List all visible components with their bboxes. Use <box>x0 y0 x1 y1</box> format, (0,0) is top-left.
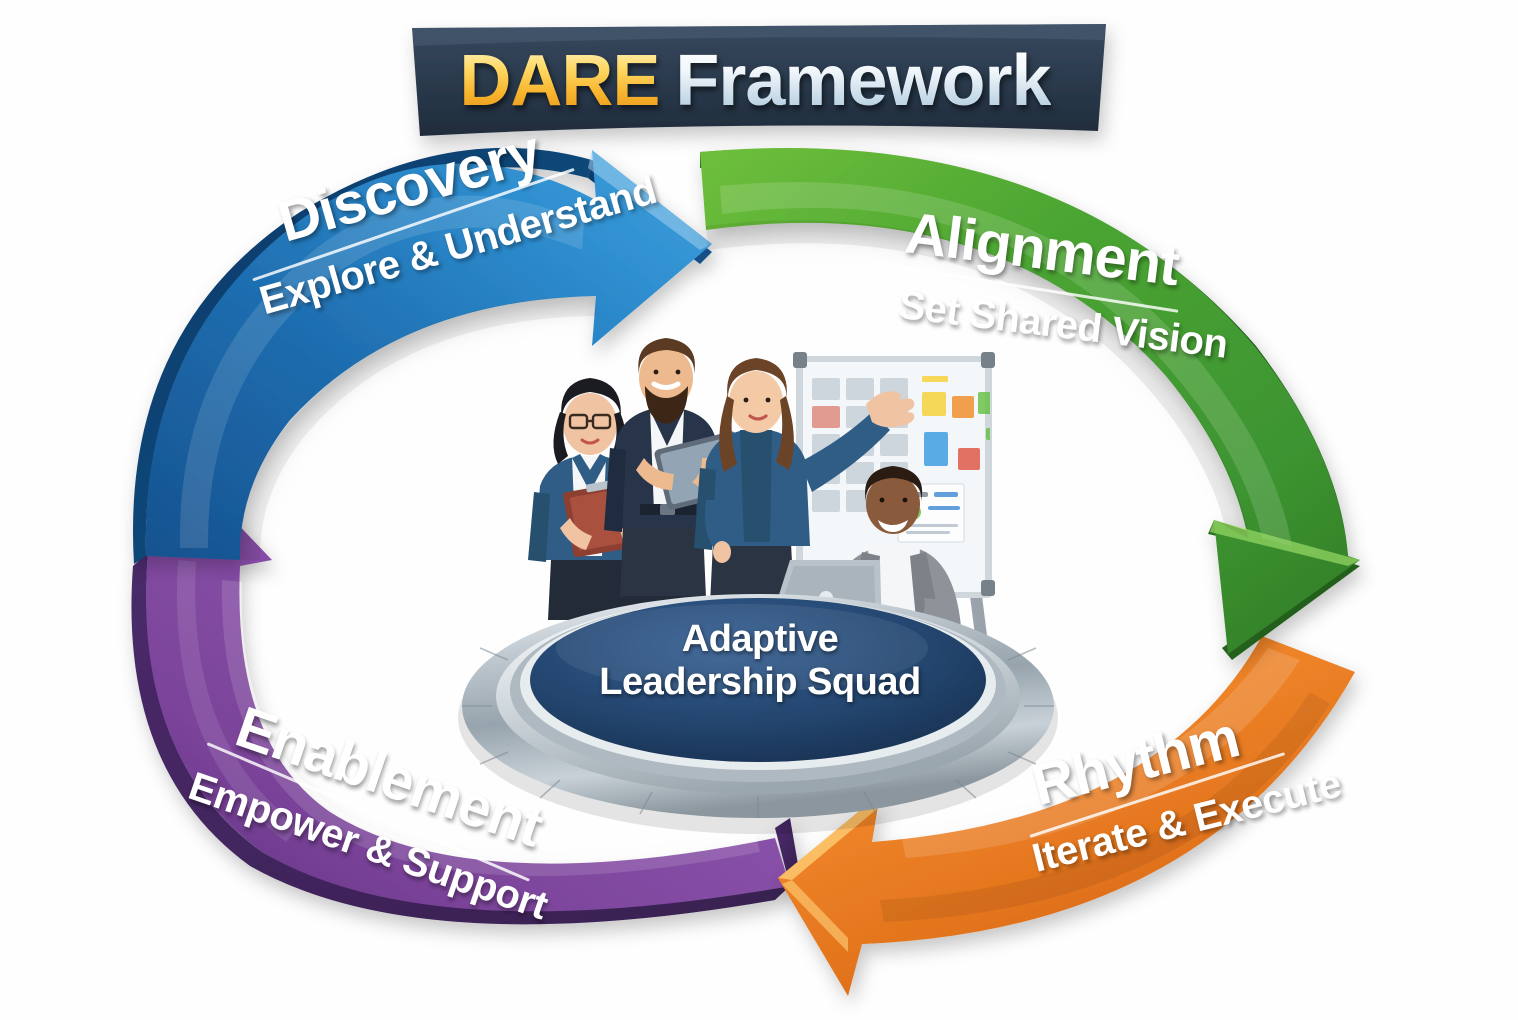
person-woman-pointing <box>694 358 915 604</box>
title-banner <box>412 24 1106 136</box>
person-bearded-man <box>604 338 749 626</box>
banner-word-framework: Framework <box>675 40 1051 121</box>
title-banner-text: DARE Framework <box>405 18 1105 143</box>
hub-platform <box>458 594 1058 834</box>
banner-word-dare: DARE <box>459 40 660 121</box>
leadership-squad-illustration <box>458 338 1058 834</box>
stage-arrow-alignment[interactable] <box>700 148 1360 660</box>
